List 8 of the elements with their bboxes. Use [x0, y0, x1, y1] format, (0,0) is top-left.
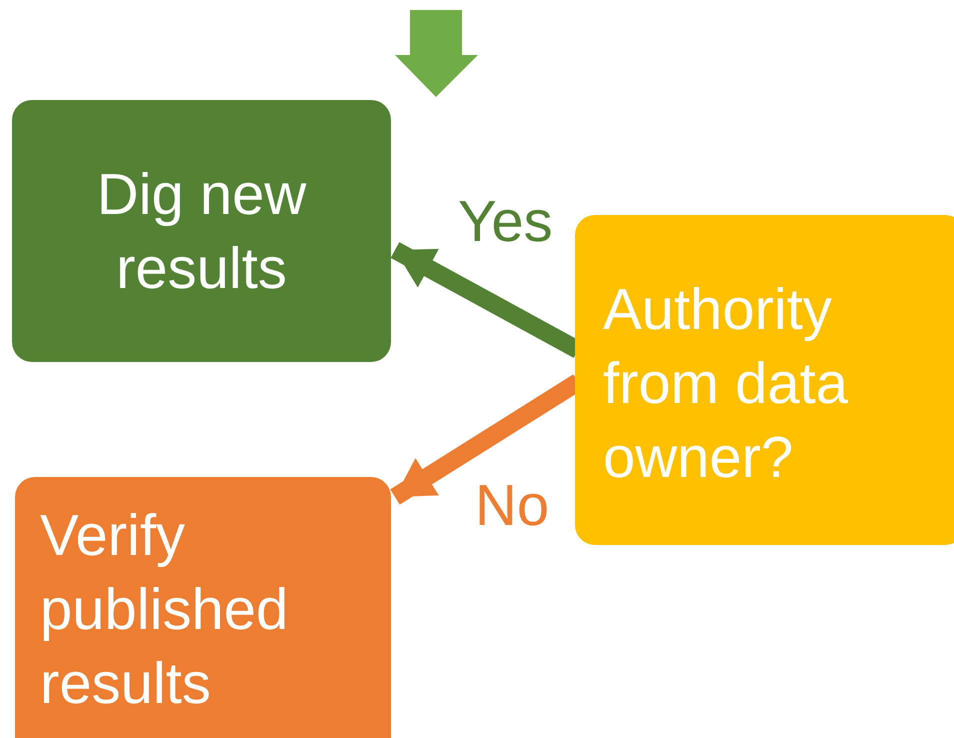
process-box [12, 100, 391, 362]
edge-label: No [475, 476, 550, 536]
decision-box [575, 215, 954, 545]
node-text: Verify published results [40, 502, 290, 718]
node-text: Authority from data owner? [603, 276, 849, 492]
process-box [15, 477, 391, 738]
node-text: Dig new results [96, 161, 308, 303]
edge-label: Yes [458, 192, 553, 252]
